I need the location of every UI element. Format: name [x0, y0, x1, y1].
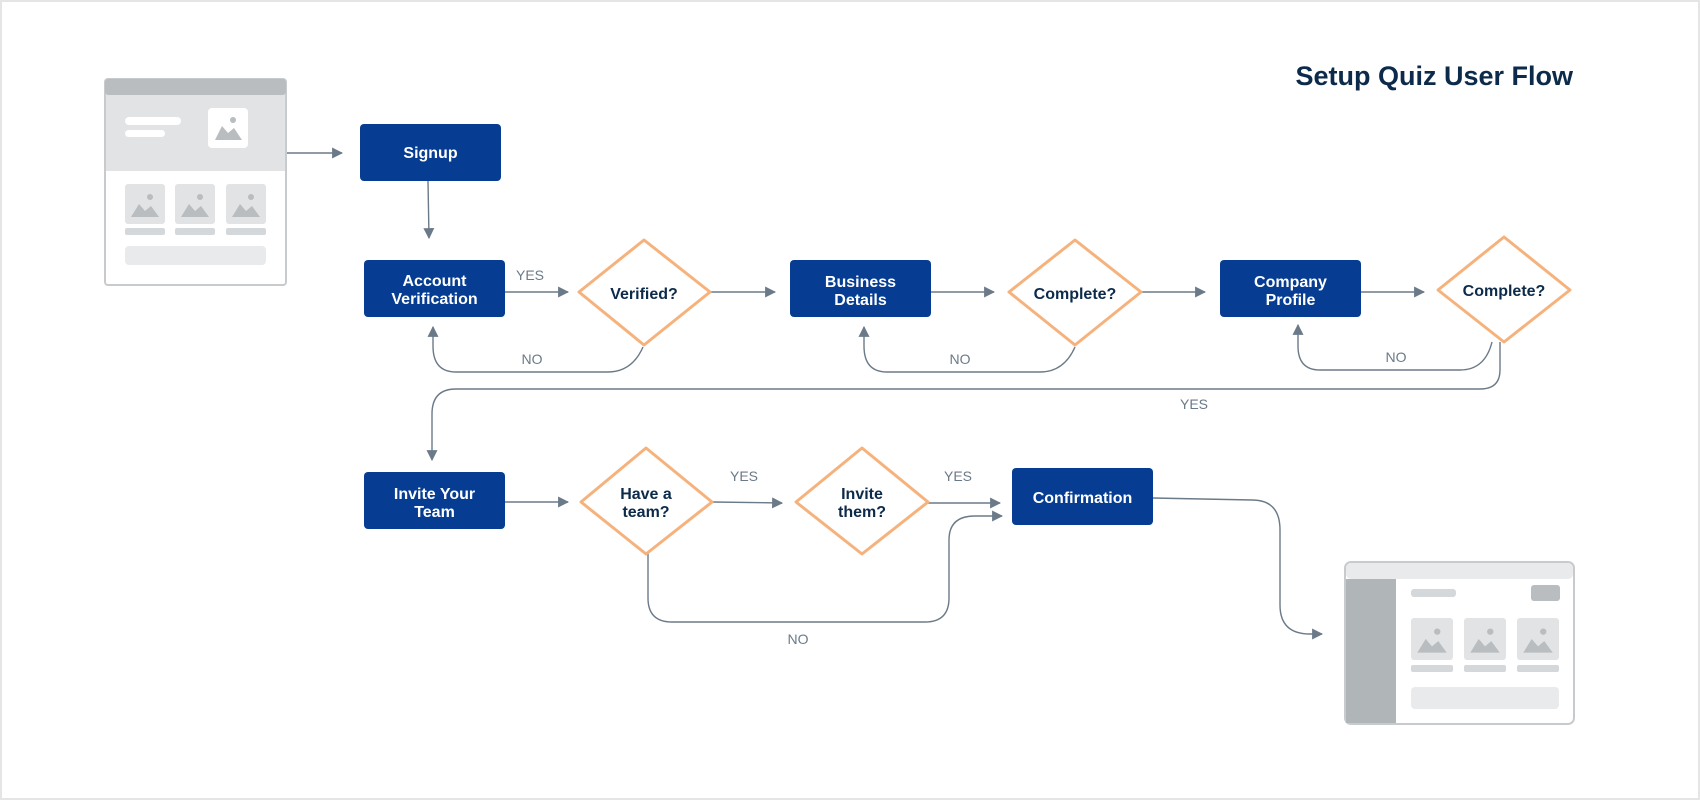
edge-signup-to-verification [423, 180, 435, 240]
edge-label-verified-yes: YES [516, 267, 544, 283]
decision-complete-company: Complete? [1436, 235, 1572, 344]
decision-verified: Verified? [577, 238, 712, 347]
node-account-verification-label-1: Account [403, 273, 468, 290]
image-placeholder-icon [125, 184, 165, 224]
node-account-verification: Account Verification [364, 260, 505, 317]
node-business-details: Business Details [790, 260, 931, 317]
decision-have-a-team-label-2: team? [622, 504, 669, 521]
decision-have-a-team: Have a team? [579, 446, 714, 556]
edge-label-complete1-no: NO [950, 351, 971, 367]
edge-label-team-yes: YES [730, 468, 758, 484]
decision-have-a-team-label-1: Have a [620, 486, 672, 503]
image-placeholder-icon [1517, 618, 1559, 660]
edge-complete1-no [858, 325, 1076, 373]
decision-complete-business-label: Complete? [1034, 286, 1117, 303]
image-placeholder-icon [175, 184, 215, 224]
node-signup: Signup [360, 124, 501, 181]
node-account-verification-label-2: Verification [391, 291, 477, 308]
node-signup-label: Signup [403, 145, 457, 162]
decision-complete-company-label: Complete? [1463, 283, 1546, 300]
edge-complete2-no [1292, 323, 1493, 371]
edge-label-complete2-no: NO [1386, 349, 1407, 365]
decision-complete-business: Complete? [1007, 238, 1143, 347]
node-invite-your-team-label-1: Invite Your [394, 486, 475, 503]
decision-verified-label: Verified? [610, 286, 678, 303]
edge-haveteam-yes [712, 497, 784, 509]
edge-complete2-yes [426, 342, 1501, 462]
node-invite-your-team: Invite Your Team [364, 472, 505, 529]
node-company-profile: Company Profile [1220, 260, 1361, 317]
node-company-profile-label-1: Company [1254, 274, 1327, 291]
node-invite-your-team-label-2: Team [414, 504, 455, 521]
node-confirmation-label: Confirmation [1033, 490, 1133, 507]
edge-label-invite-yes: YES [944, 468, 972, 484]
edge-haveteam-no [647, 510, 1004, 623]
node-business-details-label-1: Business [825, 274, 896, 291]
diagram-title: Setup Quiz User Flow [1295, 61, 1574, 91]
decision-invite-them: Invite them? [794, 446, 930, 556]
edge-label-verified-no: NO [522, 351, 543, 367]
edge-label-team-no: NO [788, 631, 809, 647]
decision-invite-them-label-1: Invite [841, 486, 883, 503]
edge-verified-no [427, 325, 644, 373]
edge-confirmation-to-dashboard [1152, 497, 1324, 640]
image-placeholder-icon [1464, 618, 1506, 660]
image-placeholder-icon [1411, 618, 1453, 660]
dashboard-wireframe-icon [1344, 561, 1575, 725]
landing-page-wireframe-icon [104, 78, 287, 286]
edge-labels: YES NO NO NO YES YES YES NO [516, 267, 1407, 647]
connectors [287, 147, 1501, 640]
node-confirmation: Confirmation [1012, 468, 1153, 525]
node-company-profile-label-2: Profile [1266, 292, 1316, 309]
edge-label-complete2-yes: YES [1180, 396, 1208, 412]
decision-invite-them-label-2: them? [838, 504, 886, 521]
node-business-details-label-2: Details [834, 292, 887, 309]
image-placeholder-icon [226, 184, 266, 224]
